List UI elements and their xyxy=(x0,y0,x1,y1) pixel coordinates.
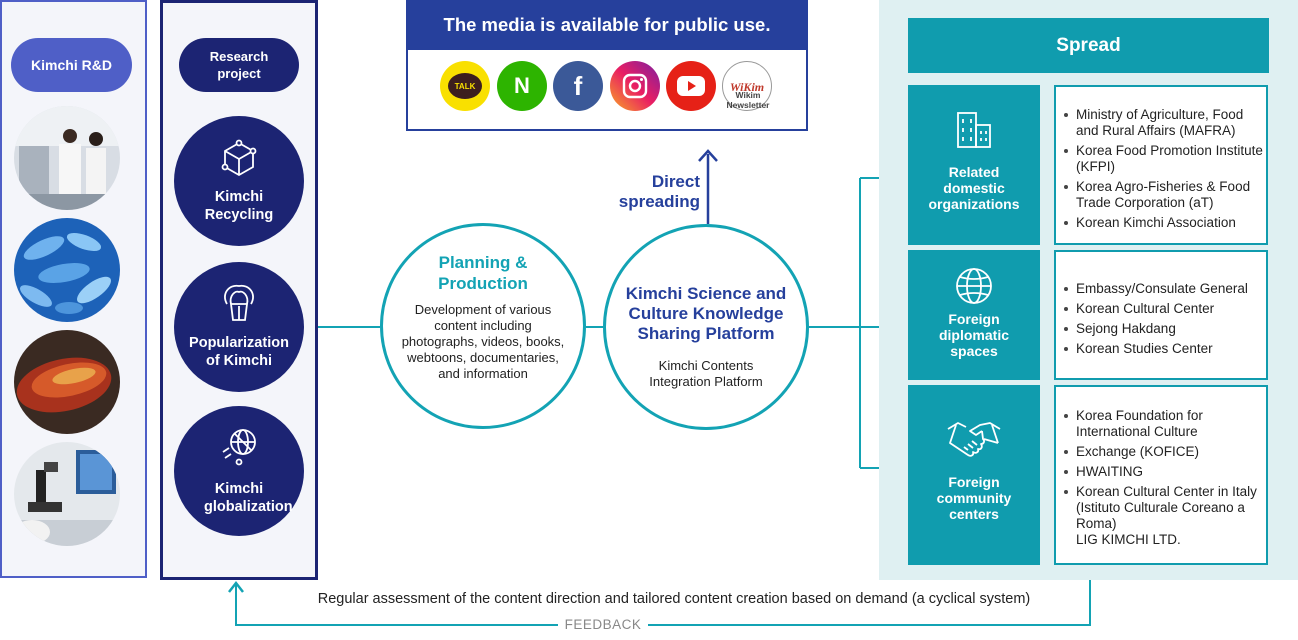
list-item: Sejong Hakdang xyxy=(1064,321,1266,337)
globe-slash-icon xyxy=(222,429,256,466)
planning-production-circle: Planning & Production Development of var… xyxy=(380,223,586,429)
spread-category-domestic: Related domestic organizations xyxy=(908,85,1040,245)
instagram-icon[interactable] xyxy=(610,61,660,111)
list-item: Exchange (KOFICE) xyxy=(1064,444,1266,460)
lab-researchers-photo xyxy=(14,106,120,210)
research-item-popularization: Popularization of Kimchi xyxy=(174,262,304,392)
microscope-photo xyxy=(14,442,120,546)
list-item: Embassy/Consulate General xyxy=(1064,281,1266,297)
wikim-newsletter-icon[interactable]: WiKim xyxy=(722,61,772,111)
kimchi-rd-label: Kimchi R&D xyxy=(11,38,132,92)
spread-title: Spread xyxy=(908,18,1269,73)
research-item-recycling: Kimchi Recycling xyxy=(174,116,304,246)
spread-list-domestic: Ministry of Agriculture, Food and Rural … xyxy=(1054,85,1268,245)
globe-icon xyxy=(956,268,992,304)
list-item: Korea Food Promotion Institute (KFPI) xyxy=(1064,143,1266,175)
platform-circle: Kimchi Science and Culture Knowledge Sha… xyxy=(603,224,809,430)
list-item: Korean Kimchi Association xyxy=(1064,215,1266,231)
research-item-label: Kimchi Recycling xyxy=(204,189,274,223)
youtube-icon[interactable] xyxy=(666,61,716,111)
feedback-label: FEEDBACK xyxy=(564,617,642,632)
list-item: Korean Cultural Center xyxy=(1064,301,1266,317)
list-item: LIG KIMCHI LTD. xyxy=(1076,532,1181,547)
cabbage-icon xyxy=(224,284,254,321)
spread-list-community: Korea Foundation for International Cultu… xyxy=(1054,385,1268,565)
kakaotalk-icon[interactable]: TALK xyxy=(440,61,490,111)
list-item: HWAITING xyxy=(1064,464,1266,480)
platform-title: Kimchi Science and Culture Knowledge Sha… xyxy=(625,284,787,343)
direct-spreading-label: Direct spreading xyxy=(618,172,700,211)
wikim-newsletter-caption: Wikim Newsletter xyxy=(726,90,770,110)
planning-title: Planning & Production xyxy=(438,253,528,293)
building-icon xyxy=(957,112,991,148)
list-item: Ministry of Agriculture, Food and Rural … xyxy=(1064,107,1266,139)
list-item: Korea Foundation for International Cultu… xyxy=(1064,408,1266,440)
handshake-icon xyxy=(947,422,1001,457)
spread-category-label: Related domestic organizations xyxy=(928,164,1020,212)
cube-network-icon xyxy=(221,139,257,177)
bacteria-photo xyxy=(14,218,120,322)
spread-category-community: Foreign community centers xyxy=(908,385,1040,565)
feedback-description: Regular assessment of the content direct… xyxy=(317,591,1031,607)
list-item: Korean Cultural Center in Italy (Istitut… xyxy=(1064,484,1266,532)
kimchi-photo xyxy=(14,330,120,434)
spread-list-diplomatic: Embassy/Consulate General Korean Cultura… xyxy=(1054,250,1268,380)
naver-icon[interactable]: N xyxy=(497,61,547,111)
spread-category-diplomatic: Foreign diplomatic spaces xyxy=(908,250,1040,380)
spread-category-label: Foreign community centers xyxy=(936,474,1012,522)
spread-category-label: Foreign diplomatic spaces xyxy=(938,311,1009,359)
media-title: The media is available for public use. xyxy=(408,0,806,50)
list-item: Korean Studies Center xyxy=(1064,341,1266,357)
research-project-label: Research project xyxy=(179,38,299,92)
facebook-icon[interactable]: f xyxy=(553,61,603,111)
research-item-globalization: Kimchi globalization xyxy=(174,406,304,536)
list-item: Korea Agro-Fisheries & Food Trade Corpor… xyxy=(1064,179,1266,211)
planning-body: Development of various content including… xyxy=(401,302,565,381)
research-item-label: Popularization of Kimchi xyxy=(189,335,289,369)
research-item-label: Kimchi globalization xyxy=(204,481,293,515)
platform-subtitle: Kimchi Contents Integration Platform xyxy=(649,358,763,389)
